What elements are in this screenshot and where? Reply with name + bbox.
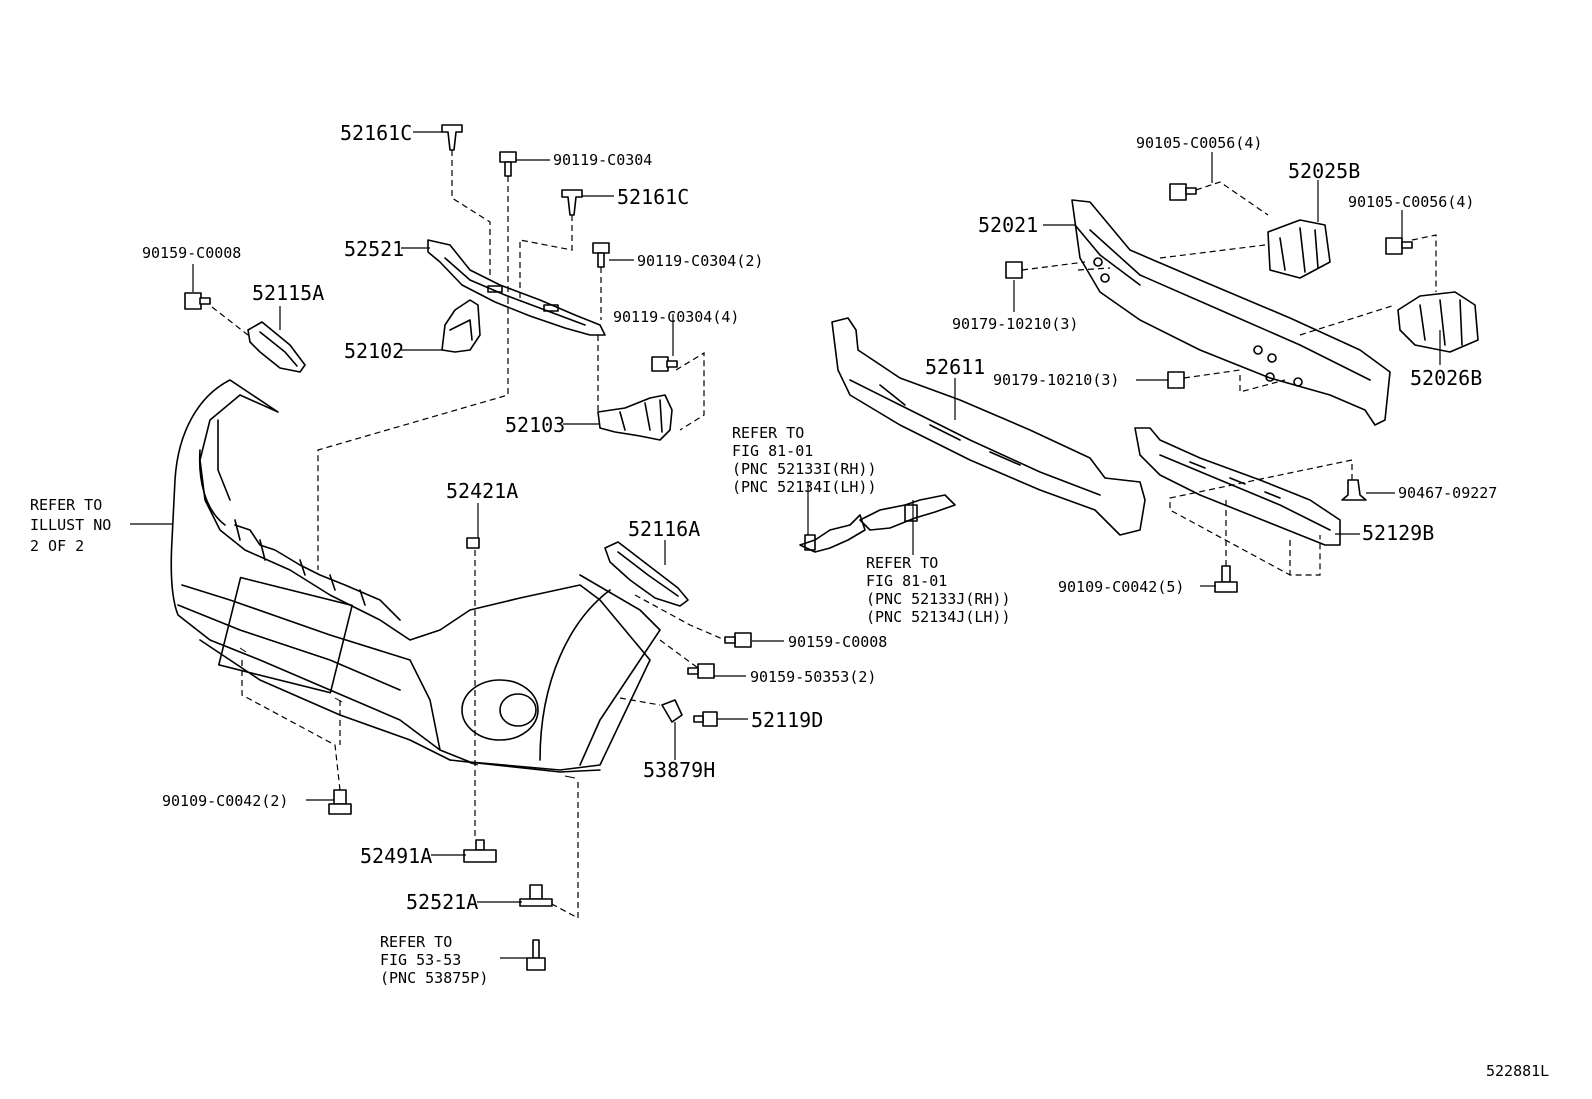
label-52025B[interactable]: 52025B [1288, 159, 1360, 183]
ref-fig-53-53: REFER TO FIG 53-53 (PNC 53875P) [380, 933, 488, 987]
bracket-52026B-drawing [1397, 291, 1479, 353]
label-90159-50353-2[interactable]: 90159-50353(2) [750, 668, 876, 686]
clip-52521A-icon [519, 884, 553, 907]
label-52021[interactable]: 52021 [978, 213, 1038, 237]
absorber-52611-drawing [831, 317, 1146, 536]
label-52119D[interactable]: 52119D [751, 708, 823, 732]
ref-line: FIG 53-53 [380, 951, 461, 969]
bumper-cover-drawing [170, 379, 661, 779]
label-90159-C0008-left[interactable]: 90159-C0008 [142, 244, 241, 262]
side-bracket-52116A-drawing [604, 541, 689, 607]
ref-line: FIG 81-01 [866, 572, 947, 590]
bolt-90119-C0304-icon [499, 151, 517, 177]
label-52129B[interactable]: 52129B [1362, 521, 1434, 545]
harness-81-01-j-drawing [859, 494, 956, 531]
label-52161C-top[interactable]: 52161C [340, 121, 412, 145]
label-90159-C0008-right[interactable]: 90159-C0008 [788, 633, 887, 651]
label-90109-C0042-5[interactable]: 90109-C0042(5) [1058, 578, 1184, 596]
harness-81-01-i-drawing [799, 514, 866, 553]
nut-90179-10210-b-icon [1167, 371, 1185, 389]
ref-line: (PNC 53875P) [380, 969, 488, 987]
label-90109-C0042-2[interactable]: 90109-C0042(2) [162, 792, 288, 810]
label-90179-10210-3-b[interactable]: 90179-10210(3) [993, 371, 1119, 389]
ref-line: FIG 81-01 [732, 442, 813, 460]
label-52115A[interactable]: 52115A [252, 281, 324, 305]
label-52421A[interactable]: 52421A [446, 479, 518, 503]
clip-52421A-icon [466, 537, 480, 549]
bolt-90105-C0056-a-icon [1169, 183, 1197, 201]
bracket-52025B-drawing [1267, 219, 1331, 279]
screw-90159-C0008-right-icon [724, 632, 752, 648]
assembly-dashed-lines [211, 150, 1437, 919]
bolt-90119-C0304-4-icon [651, 356, 678, 372]
label-52521[interactable]: 52521 [344, 237, 404, 261]
clip-52161C-mid-icon [561, 189, 583, 216]
label-52611[interactable]: 52611 [925, 355, 985, 379]
screw-53875P-icon [526, 939, 546, 971]
bolt-90105-C0056-b-icon [1385, 237, 1413, 255]
screw-90159-C0008-left-icon [184, 292, 211, 310]
ref-line: REFER TO [866, 554, 938, 572]
label-52026B[interactable]: 52026B [1410, 366, 1482, 390]
ref-line: REFER TO [30, 496, 102, 514]
label-52116A[interactable]: 52116A [628, 517, 700, 541]
label-52102[interactable]: 52102 [344, 339, 404, 363]
part-labels: 52161C 90119-C0304 52161C 90119-C0304(2)… [142, 121, 1497, 914]
label-52491A[interactable]: 52491A [360, 844, 432, 868]
label-52103[interactable]: 52103 [505, 413, 565, 437]
leader-lines [130, 131, 1441, 959]
reinforcement-52021-drawing [1071, 199, 1391, 426]
ref-fig-81-01-j: REFER TO FIG 81-01 (PNC 52133J(RH)) (PNC… [866, 554, 1011, 626]
ref-illust-2-of-2: REFER TO ILLUST NO 2 OF 2 [30, 496, 111, 555]
ref-fig-81-01-i: REFER TO FIG 81-01 (PNC 52133I(RH)) (PNC… [732, 424, 877, 496]
screw-90159-50353-icon [687, 663, 715, 679]
bolt-90109-C0042-2-icon [328, 789, 352, 815]
side-bracket-52115A-drawing [247, 321, 306, 373]
label-52521A[interactable]: 52521A [406, 890, 478, 914]
ref-line: REFER TO [732, 424, 804, 442]
ref-line: 2 OF 2 [30, 537, 84, 555]
label-90467-09227[interactable]: 90467-09227 [1398, 484, 1497, 502]
fasteners [184, 124, 1413, 971]
ref-line: ILLUST NO [30, 516, 111, 534]
label-90105-C0056-4-a[interactable]: 90105-C0056(4) [1136, 134, 1262, 152]
label-90119-C0304-2[interactable]: 90119-C0304(2) [637, 252, 763, 270]
ref-line: (PNC 52133J(RH)) [866, 590, 1011, 608]
bracket-52103-drawing [597, 394, 673, 441]
label-53879H[interactable]: 53879H [643, 758, 715, 782]
label-52161C-mid[interactable]: 52161C [617, 185, 689, 209]
nut-52119D-icon [693, 711, 718, 727]
clip-52161C-top-icon [441, 124, 463, 151]
ref-line: (PNC 52133I(RH)) [732, 460, 877, 478]
label-90105-C0056-4-b[interactable]: 90105-C0056(4) [1348, 193, 1474, 211]
ref-line: (PNC 52134I(LH)) [732, 478, 877, 496]
figure-id: 522881L [1486, 1062, 1549, 1080]
nut-52491A-icon [463, 839, 497, 863]
bolt-90109-C0042-5-icon [1214, 565, 1238, 593]
label-90179-10210-3-a[interactable]: 90179-10210(3) [952, 315, 1078, 333]
clip-90467-09227-icon [1341, 479, 1367, 501]
label-90119-C0304[interactable]: 90119-C0304 [553, 151, 652, 169]
bracket-52102-drawing [441, 299, 481, 353]
nut-90179-10210-a-icon [1005, 261, 1023, 279]
label-90119-C0304-4[interactable]: 90119-C0304(4) [613, 308, 739, 326]
support-52129B-drawing [1134, 427, 1341, 546]
bolt-90119-C0304-2-icon [592, 242, 610, 268]
ref-line: REFER TO [380, 933, 452, 951]
clip-53879H-icon [661, 699, 683, 723]
ref-line: (PNC 52134J(LH)) [866, 608, 1011, 626]
